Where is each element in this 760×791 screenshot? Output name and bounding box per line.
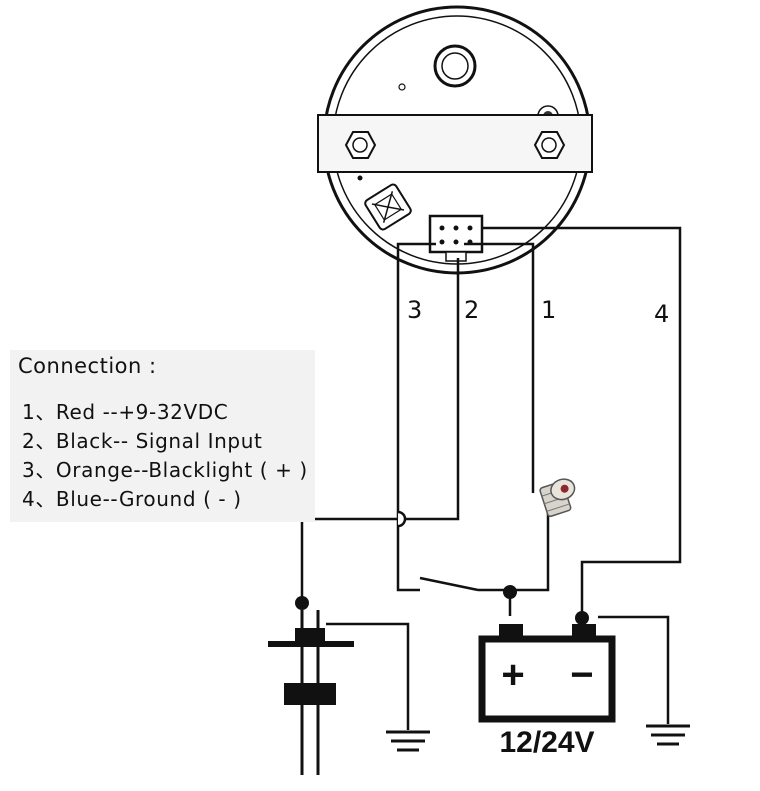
connector-pin (467, 225, 473, 231)
bracket-nut-right-hole (541, 137, 557, 153)
battery-body (478, 635, 616, 723)
junction-dot (295, 596, 309, 610)
sender-ground-wire (326, 622, 410, 730)
legend-item-red: 1、Red --+9-32VDC (22, 400, 229, 424)
legend-item-blue: 4、Blue--Ground ( - ) (22, 487, 242, 511)
sender-unit (268, 610, 354, 775)
gauge-back (317, 5, 593, 275)
wire-2 (300, 258, 460, 605)
bulb-socket (364, 183, 412, 231)
connector-pin (439, 239, 445, 245)
connection-legend (10, 350, 315, 522)
wire-4 (482, 226, 682, 617)
wire-number-1: 1 (541, 296, 556, 324)
wire-number-4: 4 (654, 300, 669, 328)
gauge-connector (428, 214, 484, 254)
legend-item-black: 2、Black-- Signal Input (22, 429, 263, 453)
connector-latch (445, 251, 467, 262)
connector-pin (453, 225, 459, 231)
battery-ground-wire (598, 615, 670, 724)
gauge-dot (357, 175, 363, 181)
battery-positive-sign: + (501, 653, 524, 697)
junction-dot (575, 611, 589, 625)
connector-pin (453, 239, 459, 245)
bracket-nut-left-hole (352, 137, 368, 153)
wire-number-3: 3 (407, 296, 422, 324)
gauge-small-hole (398, 83, 406, 91)
wire-crossing-hop (397, 510, 407, 528)
battery: + − 12/24V (478, 624, 616, 759)
sender-float (284, 683, 336, 705)
sender-flange (268, 641, 354, 647)
ground-symbol-battery (646, 724, 690, 746)
legend-item-orange: 3、Orange--Blacklight ( + ) (22, 458, 308, 482)
wire-1-switch-to-battery (508, 488, 550, 616)
battery-voltage-label: 12/24V (499, 726, 594, 759)
backlight-switch (419, 576, 479, 592)
gauge-center-stud-inner (441, 52, 469, 80)
connection-legend-title: Connection : (18, 354, 157, 378)
ground-symbol-sender (386, 730, 430, 752)
wire-number-2: 2 (464, 296, 479, 324)
junction-dot (503, 585, 517, 599)
backlight-pushbutton-icon (539, 478, 576, 518)
connector-pin (439, 225, 445, 231)
battery-negative-sign: − (570, 653, 593, 697)
wire-1 (464, 242, 535, 493)
